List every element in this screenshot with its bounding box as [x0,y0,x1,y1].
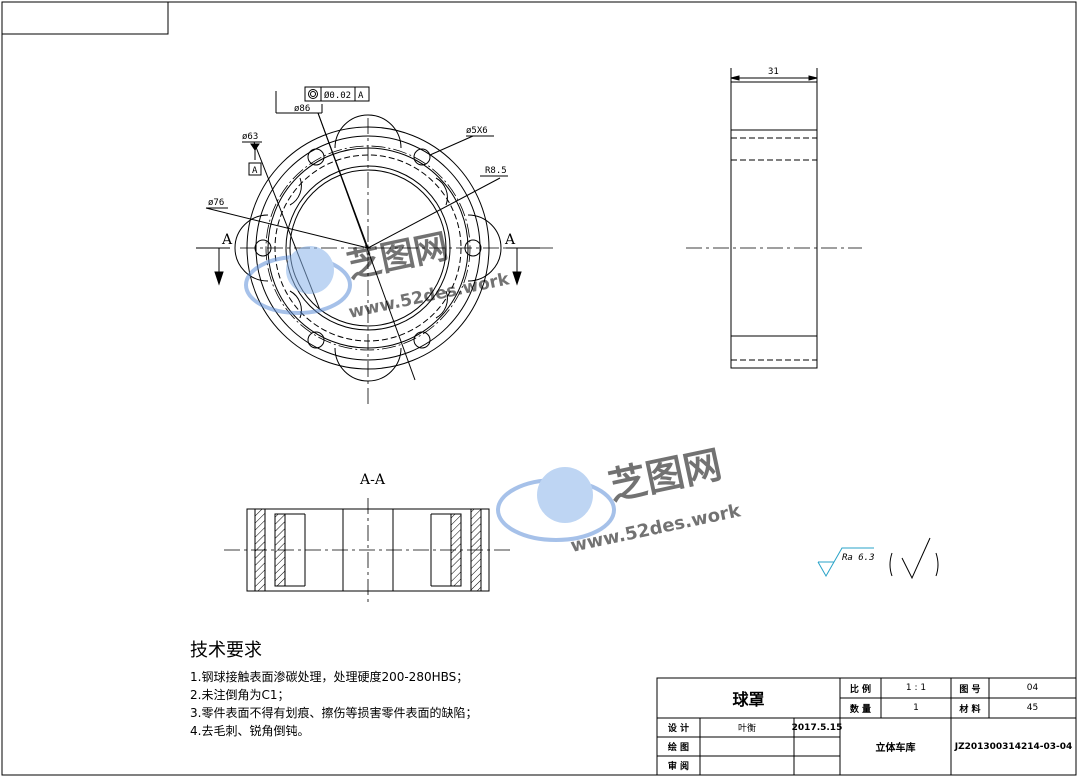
section-title: A-A [359,472,386,488]
drawing-code: JZ201300314214-03-04 [954,741,1073,752]
drawing-no-value: 04 [1026,683,1039,693]
title-block-grid [656,677,1077,776]
part-name: 球罩 [732,690,765,709]
drawing-no-label: 图 号 [959,684,981,695]
section-mark-right: A [504,232,516,248]
watermark-url: www.52des.work [569,500,744,557]
design-date: 2017.5.15 [791,722,843,733]
note-item: 2.未注倒角为C1； [190,688,290,702]
library-name: 立体车库 [875,743,916,754]
tolerance-datum: A [358,91,364,101]
draw-label: 绘 图 [667,743,690,753]
scale-value: 1 : 1 [905,683,927,693]
dim-d5x6: ø5X6 [466,126,488,136]
check-label: 审 阅 [667,762,690,772]
section-mark-left: A [221,232,233,248]
watermark-logo-middle: 芝图网 www.52des.work [496,442,744,557]
technical-requirements: 技术要求 1.钢球接触表面渗碳处理，处理硬度200-280HBS； 2.未注倒角… [190,636,610,740]
qty-label: 数 量 [849,704,872,715]
tolerance-value: Ø0.02 [324,90,351,101]
title-block: 球罩 比 例 1 : 1 图 号 04 数 量 1 材 料 45 设 计 叶衡 … [657,678,1076,775]
front-view [196,86,556,408]
material-label: 材 料 [959,704,981,715]
dim-d63: ø63 [242,132,258,142]
section-view [224,498,512,604]
dim-width-31: 31 [768,67,779,77]
material-value: 45 [1026,703,1039,713]
dim-d86: ø86 [294,104,310,114]
dim-d76: ø76 [208,198,224,208]
roughness-symbol [817,537,939,580]
datum-letter: A [252,166,258,176]
note-item: 1.钢球接触表面渗碳处理，处理硬度200-280HBS； [190,670,469,684]
corner-box [1,1,169,35]
design-label: 设 计 [667,724,690,734]
dim-r85: R8.5 [485,166,507,176]
watermark-brand: 芝图网 [605,442,726,509]
roughness-value: Ra 6.3 [842,553,875,563]
note-item: 4.去毛刺、锐角倒钝。 [190,724,310,738]
notes-title: 技术要求 [190,640,262,661]
front-view-labels: Ø0.02 A ø86 ø63 A ø76 ø5X6 R8.5 A A [208,90,516,248]
watermark-brand: 芝图网 [344,226,452,286]
note-item: 3.零件表面不得有划痕、擦伤等损害零件表面的缺陷； [190,706,478,720]
designer-name: 叶衡 [737,724,756,734]
side-view [686,68,862,369]
qty-value: 1 [913,703,919,713]
scale-label: 比 例 [849,684,872,695]
